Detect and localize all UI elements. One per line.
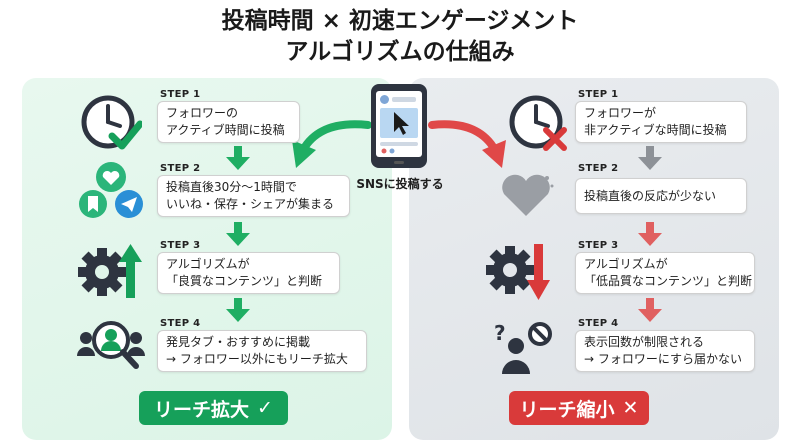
clock-x-icon bbox=[509, 95, 567, 151]
page-title: 投稿時間 × 初速エンゲージメント bbox=[221, 8, 579, 34]
user-blocked-icon: ? bbox=[494, 321, 552, 374]
green-branch-arrow bbox=[299, 120, 372, 154]
left-step1-box: フォロワーの アクティブ時間に投稿 bbox=[157, 101, 300, 143]
right-step2-line1: 投稿直後の反応が少ない bbox=[584, 188, 717, 203]
right-step4-line2: → フォロワーにすら届かない bbox=[584, 352, 742, 366]
green-arrowhead bbox=[292, 140, 316, 168]
left-step3-line2: 「良質なコンテンツ」と判断 bbox=[166, 274, 323, 288]
left-step3-box: アルゴリズムが 「良質なコンテンツ」と判断 bbox=[157, 252, 340, 294]
right-step3-line1: アルゴリズムが bbox=[584, 257, 668, 271]
left-step1-line1: フォロワーの bbox=[166, 106, 239, 120]
svg-text:?: ? bbox=[494, 321, 506, 345]
post-to-sns-label: SNSに投稿する bbox=[356, 177, 444, 191]
right-step4-line1: 表示回数が制限される bbox=[584, 335, 705, 349]
red-branch-arrow bbox=[428, 120, 499, 154]
left-step4-label: STEP 4 bbox=[160, 318, 201, 329]
reach-shrink-label: リーチ縮小 bbox=[519, 398, 615, 421]
right-step4-label: STEP 4 bbox=[578, 318, 619, 329]
left-step2-box: 投稿直後30分〜1時間で いいね・保存・シェアが集まる bbox=[157, 175, 350, 217]
right-step1-line2: 非アクティブな時間に投稿 bbox=[584, 123, 727, 137]
reach-shrink-badge: リーチ縮小 ✕ bbox=[509, 391, 649, 425]
gray-heart-icon bbox=[502, 174, 554, 216]
red-arrowhead bbox=[482, 140, 506, 168]
clock-check-icon bbox=[81, 95, 142, 150]
left-step4-line1: 発見タブ・おすすめに掲載 bbox=[166, 335, 311, 349]
right-down-arrow-2 bbox=[638, 222, 662, 246]
left-step4-line2: → フォロワー以外にもリーチ拡大 bbox=[166, 352, 348, 366]
right-down-arrow-1 bbox=[638, 146, 662, 170]
right-step3-label: STEP 3 bbox=[578, 240, 619, 251]
page-subtitle: アルゴリズムの仕組み bbox=[285, 39, 515, 65]
left-step2-line2: いいね・保存・シェアが集まる bbox=[166, 197, 335, 211]
left-step2-label: STEP 2 bbox=[160, 163, 201, 174]
right-step2-label: STEP 2 bbox=[578, 163, 619, 174]
left-step2-line1: 投稿直後30分〜1時間で bbox=[166, 180, 297, 194]
right-step3-box: アルゴリズムが 「低品質なコンテンツ」と判断 bbox=[575, 252, 755, 294]
left-step3-line1: アルゴリズムが bbox=[166, 257, 250, 271]
right-step1-line1: フォロワーが bbox=[584, 106, 657, 120]
reach-expand-badge: リーチ拡大 ✓ bbox=[139, 391, 288, 425]
check-icon: ✓ bbox=[257, 397, 273, 419]
left-down-arrow-3 bbox=[226, 298, 250, 322]
gear-up-arrow-icon bbox=[78, 244, 142, 298]
engagement-icons bbox=[79, 162, 143, 218]
left-down-arrow-1 bbox=[226, 146, 250, 170]
right-step2-box: 投稿直後の反応が少ない bbox=[575, 178, 747, 214]
left-step4-box: 発見タブ・おすすめに掲載 → フォロワー以外にもリーチ拡大 bbox=[157, 330, 367, 372]
left-step1-line2: アクティブ時間に投稿 bbox=[166, 123, 285, 137]
right-step1-label: STEP 1 bbox=[578, 89, 619, 100]
left-step3-label: STEP 3 bbox=[160, 240, 201, 251]
right-down-arrow-3 bbox=[638, 298, 662, 322]
left-step1-label: STEP 1 bbox=[160, 89, 201, 100]
reach-expand-label: リーチ拡大 bbox=[154, 398, 250, 421]
right-step1-box: フォロワーが 非アクティブな時間に投稿 bbox=[575, 101, 747, 143]
smartphone-cursor-icon bbox=[371, 84, 427, 168]
left-down-arrow-2 bbox=[226, 222, 250, 246]
search-people-icon bbox=[77, 321, 145, 369]
gear-down-arrow-icon bbox=[486, 244, 550, 300]
x-mark-icon: ✕ bbox=[622, 397, 639, 419]
right-step4-box: 表示回数が制限される → フォロワーにすら届かない bbox=[575, 330, 755, 372]
right-step3-line2: 「低品質なコンテンツ」と判断 bbox=[584, 274, 753, 288]
